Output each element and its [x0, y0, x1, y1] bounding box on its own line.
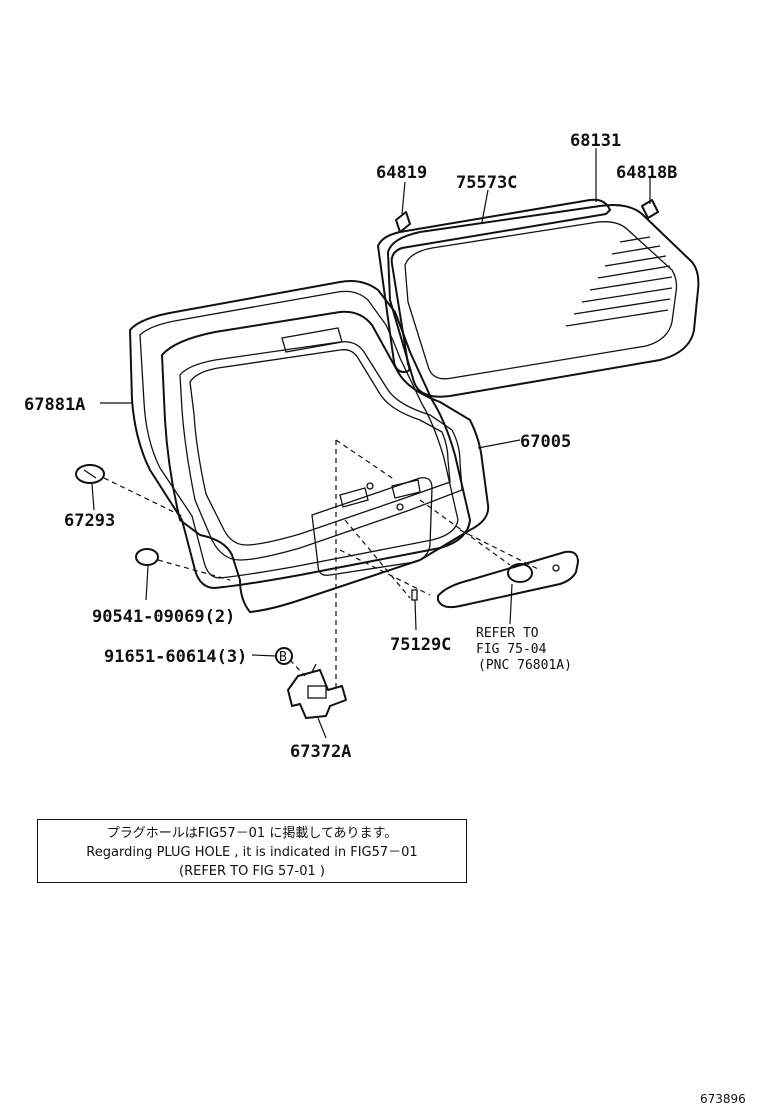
label-75573C: 75573C	[456, 173, 517, 193]
label-67005: 67005	[520, 432, 571, 452]
note-reference: (REFER TO FIG 57-01 )	[179, 864, 325, 879]
refer-line-3: (PNC 76801A)	[478, 658, 572, 673]
label-68131: 68131	[570, 131, 621, 151]
label-64818B: 64818B	[616, 163, 677, 183]
refer-line-1: REFER TO	[476, 626, 539, 641]
label-67881A: 67881A	[24, 395, 85, 415]
leader-lines	[91, 148, 651, 739]
label-64819: 64819	[376, 163, 427, 183]
note-english: Regarding PLUG HOLE , it is indicated in…	[86, 845, 418, 860]
figure-id: 673896	[700, 1092, 746, 1106]
note-japanese: プラグホールはFIG57－01 に掲載してあります。	[106, 826, 398, 841]
label-75129C: 75129C	[390, 635, 451, 655]
svg-text:B: B	[279, 650, 287, 665]
stud-75129C	[411, 589, 418, 601]
assembly-lines	[103, 439, 541, 690]
cushion-67293	[75, 464, 105, 484]
label-90541: 90541-09069(2)	[92, 607, 235, 627]
weatherstrip-67881A	[129, 280, 471, 589]
label-67372A: 67372A	[290, 742, 351, 762]
rear-glass-68131	[387, 204, 700, 398]
refer-line-2: FIG 75-04	[476, 642, 547, 657]
clip-64818B	[641, 199, 659, 219]
bolt-91651: B	[275, 647, 293, 665]
back-door-67005	[161, 310, 490, 613]
clip-64819	[395, 211, 411, 233]
cushion-90541	[135, 548, 159, 566]
label-91651: 91651-60614(3)	[104, 647, 247, 667]
label-67293: 67293	[64, 511, 115, 531]
note-box: プラグホールはFIG57－01 に掲載してあります。 Regarding PLU…	[37, 819, 467, 883]
lock-67372A	[287, 663, 347, 719]
garnish-76801A	[437, 550, 579, 609]
